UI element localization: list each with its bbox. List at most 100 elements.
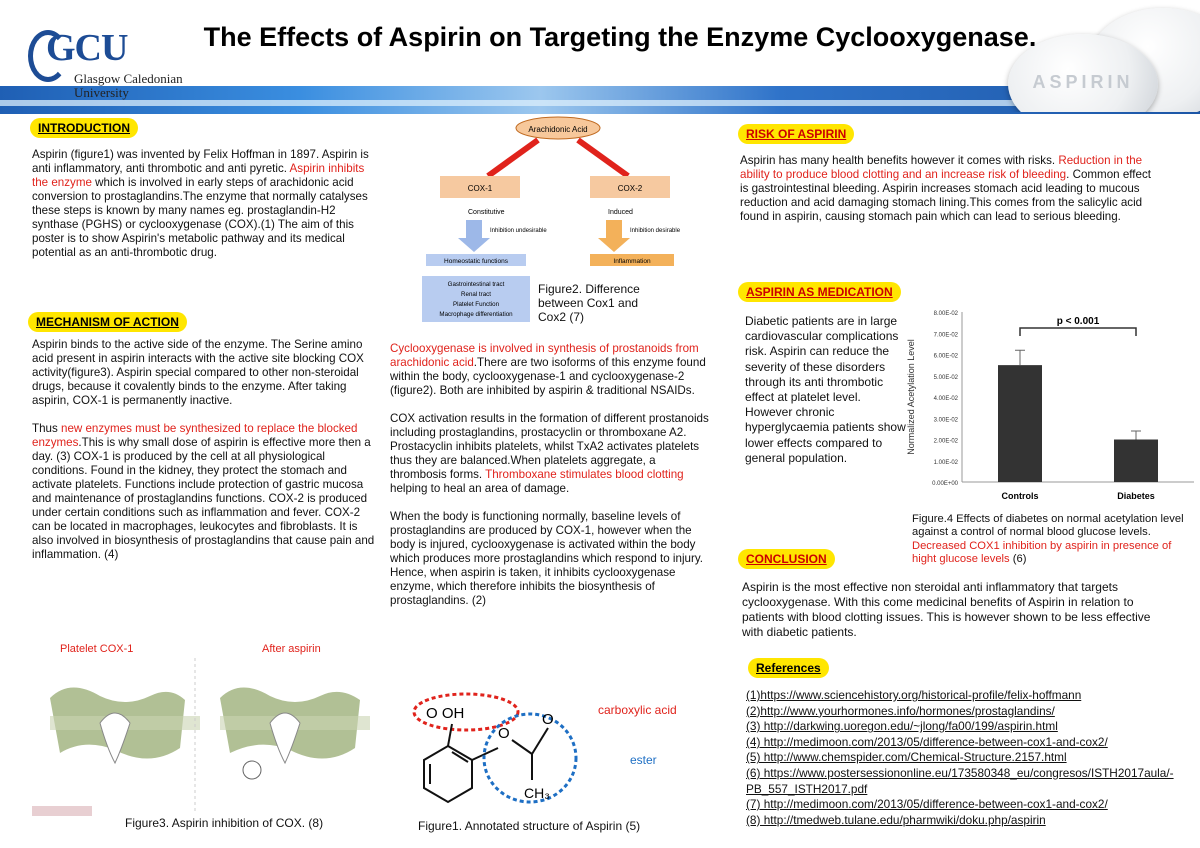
middle-para1-highlight: Cyclooxygenase is involved in synthesis … [390, 342, 699, 369]
figure3-caption: Figure3. Aspirin inhibition of COX. (8) [125, 816, 324, 830]
risk-text-b: . Common effect is gastrointestinal blee… [740, 168, 1151, 223]
figure3-svg: Platelet COX-1 After aspirin [32, 643, 370, 816]
acetylation-chart: Normalized Acetylation Level p < 0.001 0… [904, 300, 1200, 512]
figure2-caption: Figure2. Difference between Cox1 and Cox… [538, 282, 640, 324]
chart-bar [1114, 439, 1158, 482]
inhibition-desirable-label: Inhibition desirable [630, 228, 681, 234]
arrow-down-right-icon [598, 220, 630, 252]
risk-text-highlight: Reduction in the ability to produce bloo… [740, 154, 1143, 181]
membrane-left [50, 687, 200, 765]
intro-text-b: which is involved in early steps of arac… [32, 176, 368, 259]
figure3-label-left: Platelet COX-1 [60, 643, 133, 655]
figure2-svg: Arachidonic Acid COX-1 COX-2 Constitutiv… [422, 116, 681, 322]
constitutive-label: Constitutive [468, 209, 505, 216]
middle-para2-highlight: Thromboxane stimulates blood clotting [485, 468, 684, 481]
homeostatic-box [426, 254, 526, 266]
mechanism-text: Aspirin binds to the active side of the … [32, 338, 380, 562]
logo-ring-icon [28, 30, 68, 82]
mechanism-para2-b: .This is why small dose of aspirin is ef… [32, 436, 375, 561]
mechanism-heading: MECHANISM OF ACTION [28, 312, 187, 332]
chart-ytick-label: 6.00E-02 [934, 354, 959, 360]
tablet-front-icon: ASPIRIN [1008, 34, 1158, 112]
acetylation-chart-svg: Normalized Acetylation Level p < 0.001 0… [906, 311, 1194, 501]
arrow-down-left-icon [458, 220, 490, 252]
inhibition-undesirable-label: Inhibition undesirable [490, 228, 547, 234]
arachidonic-node [515, 116, 601, 140]
medication-text: Diabetic patients are in large cardiovas… [745, 314, 906, 465]
ester-carbonyl-label: O [542, 711, 554, 728]
chart-ylabel: Normalized Acetylation Level [906, 339, 916, 455]
chart-bar [998, 365, 1042, 482]
intro-text-a: Aspirin (figure1) was invented by Felix … [32, 148, 369, 175]
chart-ytick-label: 3.00E-02 [934, 417, 959, 423]
inflammation-label: Inflammation [613, 258, 651, 265]
middle-para3: When the body is functioning normally, b… [390, 510, 703, 607]
carboxylic-label: carboxylic acid [598, 703, 677, 717]
chart-ytick-label: 1.00E-02 [934, 460, 959, 466]
figure1-structure: O OH O O CH₃ carboxylic acid ester Figur… [400, 688, 720, 838]
function-list-box [422, 276, 530, 322]
medication-heading: ASPIRIN AS MEDICATION [738, 282, 901, 302]
reference-item[interactable]: (7) http://medimoon.com/2013/05/differen… [746, 797, 1108, 812]
reference-item[interactable]: (4) http://medimoon.com/2013/05/differen… [746, 734, 1108, 749]
conclusion-heading: CONCLUSION [738, 549, 835, 569]
chart-category-label: Controls [1002, 491, 1039, 501]
figure1-caption: Figure1. Annotated structure of Aspirin … [418, 819, 641, 833]
risk-text: Aspirin has many health benefits however… [740, 154, 1160, 224]
homeostatic-label: Homeostatic functions [444, 258, 509, 265]
middle-text: Cyclooxygenase is involved in synthesis … [390, 342, 712, 608]
reference-item[interactable]: (8) http://tmedweb.tulane.edu/pharmwiki/… [746, 812, 1046, 827]
mechanism-para1: Aspirin binds to the active side of the … [32, 338, 364, 407]
chart-ytick-label: 2.00E-02 [934, 439, 959, 445]
references-heading: References [748, 658, 829, 678]
mechanism-para2: Thus new enzymes must be synthesized to … [32, 422, 380, 562]
carboxylic-highlight [412, 692, 520, 732]
references-list: (1)https://www.sciencehistory.org/histor… [746, 688, 1192, 828]
reference-item[interactable]: (3) http://darkwing.uoregon.edu/~jlong/f… [746, 719, 1058, 734]
inflammation-box [590, 254, 674, 266]
introduction-heading: INTRODUCTION [30, 118, 138, 138]
figure3-label-right: After aspirin [262, 643, 321, 655]
tablet-engraving: ASPIRIN [1032, 72, 1134, 92]
logo-sub-line1: Glasgow Caledonian [74, 71, 183, 86]
carboxyl-oh-label: O OH [426, 705, 464, 722]
reference-item[interactable]: (5) http://www.chemspider.com/Chemical-S… [746, 750, 1067, 765]
figure4-caption-b: (6) [1009, 553, 1027, 566]
risk-text-a: Aspirin has many health benefits however… [740, 154, 1059, 167]
chart-annotation: p < 0.001 [1057, 316, 1100, 327]
reference-item[interactable]: (1)https://www.sciencehistory.org/histor… [746, 688, 1082, 702]
figure3-legend-swatch [32, 806, 92, 816]
chart-ytick-label: 4.00E-02 [934, 396, 959, 402]
ester-label: ester [630, 753, 657, 767]
figure2-diagram: Arachidonic Acid COX-1 COX-2 Constitutiv… [418, 114, 688, 334]
banner-wave-highlight [0, 100, 1200, 106]
intro-text-highlight: Aspirin inhibits the enzyme [32, 162, 365, 189]
arrow-right-icon [576, 137, 630, 179]
arachidonic-label: Arachidonic Acid [528, 125, 587, 134]
aspirin-tablets-image: ASPIRIN [1000, 0, 1200, 112]
poster-title: The Effects of Aspirin on Targeting the … [203, 22, 1037, 52]
chart-ytick-label: 5.00E-02 [934, 375, 959, 381]
ester-oxygen-label: O [498, 725, 510, 742]
reference-item[interactable]: (2)http://www.yourhormones.info/hormones… [746, 703, 1055, 718]
mechanism-para2-highlight: new enzymes must be synthesized to repla… [32, 422, 358, 449]
chart-ytick-label: 7.00E-02 [934, 332, 959, 338]
mechanism-para2-a: Thus [32, 422, 61, 435]
logo-text: GCU [46, 27, 128, 69]
middle-para2-a: COX activation results in the formation … [390, 412, 709, 481]
reference-item[interactable]: (6) https://www.postersessiononline.eu/1… [746, 765, 1174, 796]
chart-ytick-label: 0.00E+00 [932, 481, 959, 487]
figure4-caption-a: Figure.4 Effects of diabetes on normal a… [912, 513, 1184, 539]
middle-para2-b: helping to heal an area of damage. [390, 482, 570, 495]
chart-ytick-label: 8.00E-02 [934, 311, 959, 317]
membrane-right [220, 687, 370, 780]
chart-significance-bracket [1019, 327, 1137, 336]
cox1-box [440, 176, 520, 198]
arrow-left-icon [486, 137, 540, 179]
function-list-1: Gastrointestinal tract [448, 281, 505, 288]
function-list-2: Renal tract [461, 291, 491, 298]
middle-para1-b: .There are two isoforms of this enzyme f… [390, 356, 706, 397]
risk-heading: RISK OF ASPIRIN [738, 124, 855, 144]
methyl-label: CH₃ [524, 785, 550, 801]
university-logo: GCU Glasgow Caledonian University [28, 24, 198, 104]
